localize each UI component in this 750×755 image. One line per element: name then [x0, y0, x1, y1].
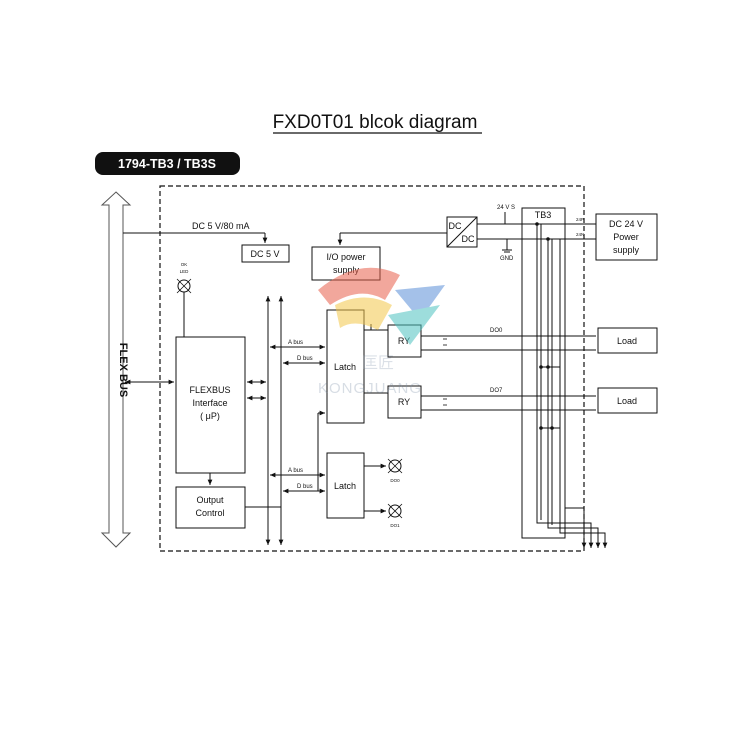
output-control-line2: Control — [195, 508, 224, 518]
watermark-cjk: 匡匠 — [362, 355, 394, 372]
led-do1-label: DO1 — [390, 523, 400, 528]
watermark-logo: 匡匠 KONGJUANG — [318, 267, 445, 397]
module-tag-label: 1794-TB3 / TB3S — [118, 157, 216, 171]
dc5-box-label: DC 5 V — [250, 249, 279, 259]
led-do0 — [387, 458, 403, 474]
dc5-box: DC 5 V — [241, 244, 290, 263]
latch-1-label: Latch — [334, 362, 356, 372]
ground-icon — [502, 249, 512, 253]
led-do1 — [387, 503, 403, 519]
flexbus-line1: FLEXBUS — [189, 385, 230, 395]
output-control-box: Output Control — [175, 486, 246, 529]
relay-1-label: RY — [398, 336, 410, 346]
tb3-rails — [536, 224, 561, 530]
dcdc-top: DC — [449, 221, 462, 231]
flex-bus-arrow: FLEX BUS — [100, 191, 132, 548]
relay-2-box: RY — [387, 385, 422, 419]
latch-2-label: Latch — [334, 481, 356, 491]
dcdc-bottom: DC — [462, 234, 475, 244]
latch-1-box: Latch — [326, 309, 365, 424]
ry2-contact-mark — [443, 398, 447, 406]
ry1-contact-mark — [443, 338, 447, 346]
do7-label: DO7 — [490, 388, 503, 394]
dc24-line2: Power — [613, 232, 639, 242]
flexbus-line2: Interface — [192, 398, 227, 408]
tb3-label: TB3 — [535, 210, 552, 220]
module-boundary — [159, 185, 585, 552]
output-control-line1: Output — [196, 495, 224, 505]
io-power-line2: supply — [333, 265, 360, 275]
watermark-text: KONGJUANG — [318, 380, 422, 397]
a-bus-1-label: A bus — [288, 340, 303, 346]
load-1-label: Load — [617, 336, 637, 346]
ok-led — [176, 278, 192, 294]
diagram-title: FXD0T01 blcok diagram — [273, 112, 478, 133]
flex-bus-label: FLEX BUS — [117, 343, 129, 397]
gnd-label: GND — [500, 256, 514, 262]
a-bus-2-label: A bus — [288, 468, 303, 474]
p24-label: 24P — [576, 217, 584, 222]
dc5-supply-label: DC 5 V/80 mA — [192, 221, 250, 231]
d-bus-1-label: D bus — [297, 356, 313, 362]
dc24-line3: supply — [613, 245, 640, 255]
dc24-supply-box: DC 24 V Power supply — [595, 213, 658, 261]
relay-2-label: RY — [398, 397, 410, 407]
bottom-wires — [536, 507, 608, 548]
io-power-line1: I/O power — [326, 252, 365, 262]
ok-led-label-2: LED — [180, 269, 190, 274]
module-tag: 1794-TB3 / TB3S — [95, 152, 240, 175]
dcdc-converter: DC DC — [446, 216, 478, 248]
load-1-box: Load — [597, 327, 658, 354]
flexbus-line3: ( μP) — [200, 411, 220, 421]
latch-2-box: Latch — [326, 452, 365, 519]
tb3-junction-dots — [535, 222, 554, 430]
load-2-box: Load — [597, 387, 658, 414]
n24-label: 24N — [576, 232, 584, 237]
v24s-label: 24 V S — [497, 205, 515, 211]
flexbus-interface-box: FLEXBUS Interface ( μP) — [175, 336, 246, 474]
double-arrow-icon — [100, 191, 132, 548]
led-do0-label: DO0 — [390, 478, 400, 483]
load-2-label: Load — [617, 396, 637, 406]
do0-label: DO0 — [490, 328, 503, 334]
dc24-line1: DC 24 V — [609, 219, 643, 229]
tb3-terminal-block: TB3 — [521, 207, 566, 539]
d-bus-2-label: D bus — [297, 484, 313, 490]
ok-led-label-1: OK — [181, 262, 188, 267]
